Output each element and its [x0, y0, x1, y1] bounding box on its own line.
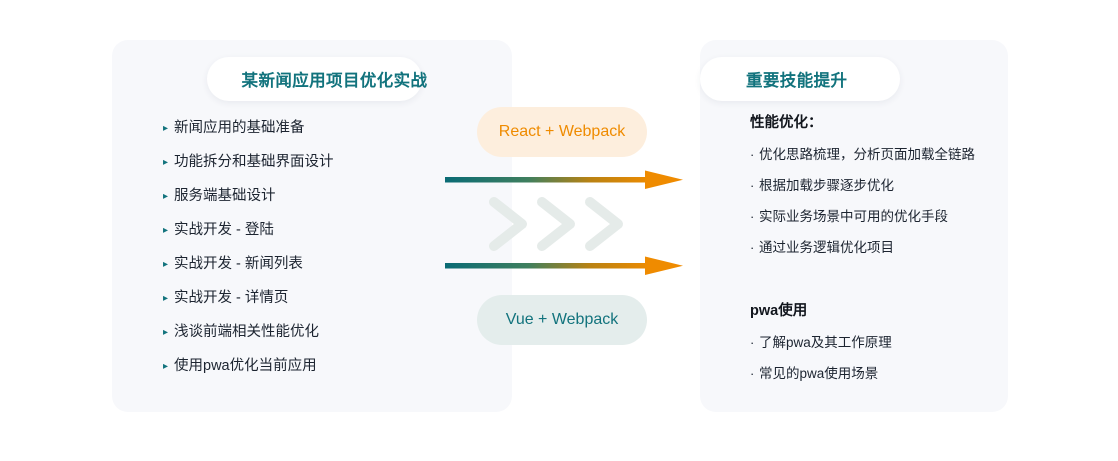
list-item[interactable]: · 根据加载步骤逐步优化: [750, 175, 1000, 206]
list-item-label: 服务端基础设计: [174, 188, 276, 204]
left-panel-title-pill: 某新闻应用项目优化实战: [207, 57, 427, 101]
right-panel-content: 性能优化： · 优化思路梳理，分析页面加载全链路 · 根据加载步骤逐步优化 · …: [750, 112, 1000, 394]
list-item[interactable]: · 实际业务场景中可用的优化手段: [750, 206, 1000, 237]
list-item-label: 使用pwa优化当前应用: [174, 358, 317, 374]
vue-webpack-label: Vue + Webpack: [505, 311, 619, 328]
triangle-bullet-icon: ▸: [163, 225, 169, 236]
triangle-bullet-icon: ▸: [163, 327, 169, 338]
list-item[interactable]: ▸ 功能拆分和基础界面设计: [163, 151, 493, 185]
bottom-arrow: [445, 256, 683, 275]
list-item-label: 优化思路梳理，分析页面加载全链路: [759, 147, 975, 162]
section-divider: [750, 268, 1000, 300]
right-panel-title-pill: 重要技能提升: [700, 57, 900, 101]
dot-bullet-icon: ·: [750, 240, 755, 255]
list-item[interactable]: ▸ 使用pwa优化当前应用: [163, 355, 493, 389]
triangle-bullet-icon: ▸: [163, 259, 169, 270]
list-item-label: 实战开发 - 新闻列表: [174, 256, 303, 272]
list-item-label: 了解pwa及其工作原理: [759, 335, 892, 350]
list-item-label: 实战开发 - 详情页: [174, 290, 289, 306]
dot-bullet-icon: ·: [750, 147, 755, 162]
list-item-label: 新闻应用的基础准备: [174, 120, 305, 136]
list-item-label: 常见的pwa使用场景: [759, 366, 879, 381]
chevron-decoration-icon: [489, 197, 623, 251]
list-item-label: 实际业务场景中可用的优化手段: [759, 209, 948, 224]
list-item-label: 功能拆分和基础界面设计: [174, 154, 334, 170]
section-heading-pwa: pwa使用: [750, 303, 808, 319]
dot-bullet-icon: ·: [750, 178, 755, 193]
list-item[interactable]: · 通过业务逻辑优化项目: [750, 237, 1000, 268]
list-item[interactable]: ▸ 实战开发 - 新闻列表: [163, 253, 493, 287]
right-panel-title: 重要技能提升: [746, 72, 848, 90]
list-item[interactable]: · 了解pwa及其工作原理: [750, 332, 1000, 363]
list-item[interactable]: ▸ 新闻应用的基础准备: [163, 117, 493, 151]
list-item-label: 通过业务逻辑优化项目: [759, 240, 894, 255]
left-panel: [112, 40, 512, 412]
list-item[interactable]: · 常见的pwa使用场景: [750, 363, 1000, 394]
triangle-bullet-icon: ▸: [163, 191, 169, 202]
dot-bullet-icon: ·: [750, 209, 755, 224]
right-panel: [700, 40, 1008, 412]
list-item[interactable]: ▸ 实战开发 - 详情页: [163, 287, 493, 321]
top-arrow: [445, 170, 683, 189]
react-webpack-label: React + Webpack: [498, 123, 626, 140]
triangle-bullet-icon: ▸: [163, 293, 169, 304]
dot-bullet-icon: ·: [750, 335, 755, 350]
react-webpack-pill[interactable]: React + Webpack: [477, 107, 647, 157]
left-panel-title: 某新闻应用项目优化实战: [241, 72, 428, 90]
dot-bullet-icon: ·: [750, 366, 755, 381]
list-item-label: 浅谈前端相关性能优化: [174, 324, 319, 340]
triangle-bullet-icon: ▸: [163, 361, 169, 372]
left-panel-list: ▸ 新闻应用的基础准备 ▸ 功能拆分和基础界面设计 ▸ 服务端基础设计 ▸ 实战…: [163, 117, 493, 389]
list-item[interactable]: ▸ 浅谈前端相关性能优化: [163, 321, 493, 355]
triangle-bullet-icon: ▸: [163, 157, 169, 168]
list-item[interactable]: ▸ 服务端基础设计: [163, 185, 493, 219]
list-item[interactable]: ▸ 实战开发 - 登陆: [163, 219, 493, 253]
vue-webpack-pill[interactable]: Vue + Webpack: [477, 295, 647, 345]
list-item[interactable]: · 优化思路梳理，分析页面加载全链路: [750, 144, 1000, 175]
list-item-label: 实战开发 - 登陆: [174, 222, 274, 238]
triangle-bullet-icon: ▸: [163, 123, 169, 134]
list-item-label: 根据加载步骤逐步优化: [759, 178, 894, 193]
section-heading-performance: 性能优化：: [750, 115, 823, 131]
